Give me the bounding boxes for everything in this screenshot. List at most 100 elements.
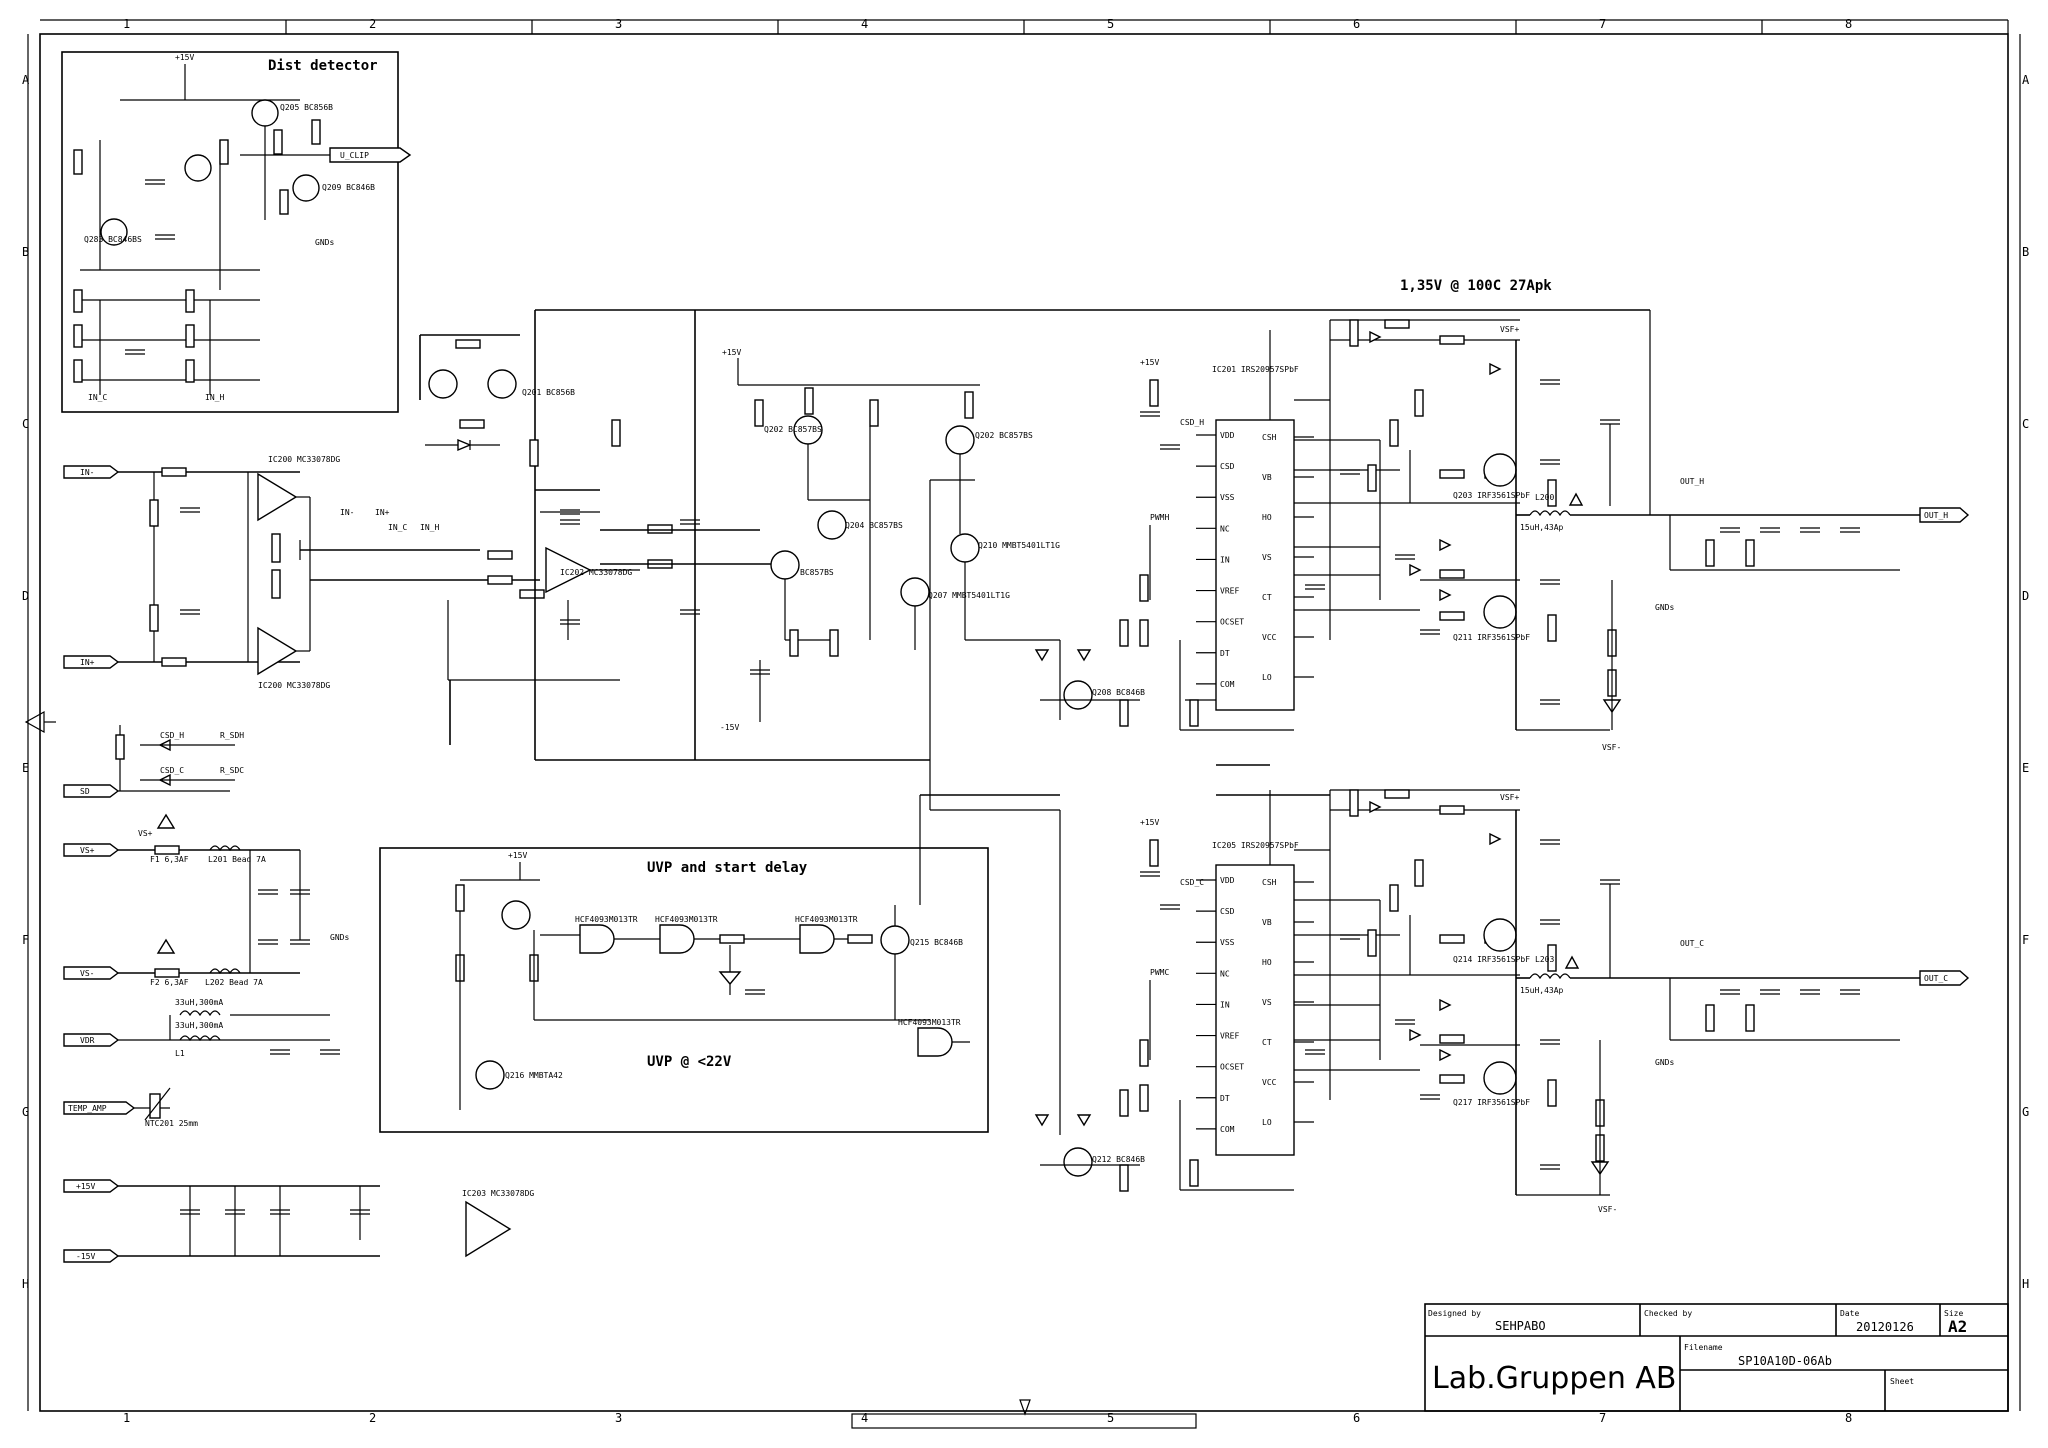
ic205-pins: VDDCSDVSSNCINVREFOCSETDTCOMCSHVBHOVSCTVC… — [1196, 876, 1314, 1134]
ic-pin-left: COM — [1220, 1125, 1235, 1134]
uvp-p15: +15V — [508, 851, 527, 860]
csd-c-net: CSD_C — [160, 766, 184, 775]
in-minus-port[interactable]: IN- — [80, 468, 94, 477]
out-c-port[interactable]: OUT_C — [1924, 974, 1948, 983]
grid-col-label: 6 — [1353, 1411, 1360, 1425]
q214-label: Q214 IRF3561SPbF — [1453, 955, 1530, 964]
vdr-port[interactable]: VDR — [80, 1036, 95, 1045]
ic-pin-right: VCC — [1262, 1078, 1277, 1087]
grid-row-label: B — [22, 245, 29, 259]
ic206c-label: HCF4093M013TR — [795, 915, 858, 924]
q209-label: Q209 BC846B — [322, 183, 375, 192]
p15v-port[interactable]: +15V — [76, 1182, 95, 1191]
grid-row-label: F — [22, 933, 29, 947]
grid-row-label: D — [2022, 589, 2029, 603]
checked-by-label: Checked by — [1644, 1309, 1692, 1318]
in-minus-net: IN- — [340, 508, 354, 517]
ic-pin-left: VSS — [1220, 938, 1235, 947]
q283-label: Q283 BC846BS — [84, 235, 142, 244]
uvp-title: UVP and start delay — [647, 860, 808, 876]
ic-pin-right: CSH — [1262, 878, 1277, 887]
csd-h-label: CSD_H — [1180, 418, 1204, 427]
q215-label: Q215 BC846B — [910, 938, 963, 947]
level-shift: Q208 BC846B Q212 BC846B — [1034, 619, 1145, 1192]
uvp-block: UVP and start delay UVP @ <22V +15V Q216… — [379, 795, 989, 1133]
date-label: Date — [1840, 1309, 1859, 1318]
m15v-port[interactable]: -15V — [76, 1252, 95, 1261]
ic-pin-left: DT — [1220, 649, 1230, 658]
ic-pin-left: DT — [1220, 1094, 1230, 1103]
out-c-net: OUT_C — [1680, 939, 1704, 948]
sd-port[interactable]: SD — [80, 787, 90, 796]
driver-stage: +15V Q202 BC857BS Q202 BC857BS Q204 BC85… — [680, 348, 1061, 1135]
grid-row-label: G — [2022, 1105, 2029, 1119]
p15-driver: +15V — [722, 348, 741, 357]
q207-label: Q207 MMBT5401LT1G — [928, 591, 1010, 600]
out-h-port[interactable]: OUT_H — [1924, 511, 1948, 520]
q210-label: Q210 MMBT5401LT1G — [978, 541, 1060, 550]
in-plus-port[interactable]: IN+ — [80, 658, 95, 667]
designed-by-label: Designed by — [1428, 1309, 1481, 1318]
ic200a-label: IC200 MC33078DG — [268, 455, 340, 464]
ic-pin-left: VREF — [1220, 1032, 1239, 1041]
ntc-label: NTC201 25mm — [145, 1119, 198, 1128]
vsf-minus-h: VSF- — [1602, 743, 1621, 752]
l203-label: L203 — [1535, 955, 1554, 964]
ic-pin-right: VCC — [1262, 633, 1277, 642]
ic206b-label: HCF4093M013TR — [655, 915, 718, 924]
l201-label: L201 Bead 7A — [208, 855, 266, 864]
vsf-minus-c: VSF- — [1598, 1205, 1617, 1214]
vs-plus-port[interactable]: VS+ — [80, 846, 95, 855]
dist-detector-title: Dist detector — [268, 58, 378, 74]
power-stage-h: 1,35V @ 100C 27Apk IC201 IRS20957SPbF VD… — [1139, 278, 1970, 752]
ic-pin-left: VDD — [1220, 431, 1235, 440]
grid-row-label: F — [2022, 933, 2029, 947]
size-label: Size — [1944, 1309, 1963, 1318]
grid-row-label: H — [2022, 1277, 2029, 1291]
dist-detector-block: Dist detector +15V Q205 BC856B Q209 BC84… — [61, 51, 412, 413]
grid-col-label: 3 — [615, 17, 622, 31]
l-vdr-label-2: 33uH,300mA — [175, 1021, 223, 1030]
out-h-net: OUT_H — [1680, 477, 1704, 486]
grid-col-label: 4 — [861, 1411, 868, 1425]
ic-pin-right: HO — [1262, 513, 1272, 522]
grid-col-label: 3 — [615, 1411, 622, 1425]
ic-pin-right: VS — [1262, 553, 1272, 562]
csd-c-label: CSD_C — [1180, 878, 1204, 887]
grid-row-label: G — [22, 1105, 29, 1119]
vs-minus-port[interactable]: VS- — [80, 969, 94, 978]
grid-col-label: 1 — [123, 17, 130, 31]
ic-pin-right: VS — [1262, 998, 1272, 1007]
l1-label: L1 — [175, 1049, 185, 1058]
temp-amp-port[interactable]: TEMP_AMP — [68, 1104, 107, 1113]
company-logo: Lab.Gruppen AB — [1432, 1361, 1676, 1396]
filename-value: SP10A10D-06Ab — [1738, 1354, 1832, 1368]
date-value: 20120126 — [1856, 1320, 1914, 1334]
p15-h: +15V — [1140, 358, 1159, 367]
grid-col-label: 7 — [1599, 17, 1606, 31]
f1-label: F1 6,3AF — [150, 855, 189, 864]
ic-pin-left: COM — [1220, 680, 1235, 689]
in-c-label: IN_C — [88, 393, 107, 402]
gnds-pwr: GNDs — [330, 933, 349, 942]
grid-col-label: 8 — [1845, 1411, 1852, 1425]
ic205-label: IC205 IRS20957SPbF — [1212, 841, 1299, 850]
ic203-label: IC203 MC33078DG — [462, 1189, 534, 1198]
pwmc-label: PWMC — [1150, 968, 1169, 977]
grid-row-label: H — [22, 1277, 29, 1291]
ic-pin-left: NC — [1220, 524, 1230, 533]
l202-label: L202 Bead 7A — [205, 978, 263, 987]
designed-by-value: SEHPABO — [1495, 1319, 1546, 1333]
title-block: Designed by SEHPABO Checked by Date 2012… — [1424, 1303, 2009, 1412]
ic-pin-left: NC — [1220, 969, 1230, 978]
q202b-label: Q202 BC857BS — [975, 431, 1033, 440]
vsf-plus-c: VSF+ — [1500, 793, 1519, 802]
p15-c: +15V — [1140, 818, 1159, 827]
in-plus-net: IN+ — [375, 508, 390, 517]
grid-row-label: B — [2022, 245, 2029, 259]
ic-pin-right: CT — [1262, 1038, 1272, 1047]
ic202-label: IC202 MC33078DG — [560, 568, 632, 577]
ic-pin-right: CT — [1262, 593, 1272, 602]
filename-label: Filename — [1684, 1343, 1723, 1352]
